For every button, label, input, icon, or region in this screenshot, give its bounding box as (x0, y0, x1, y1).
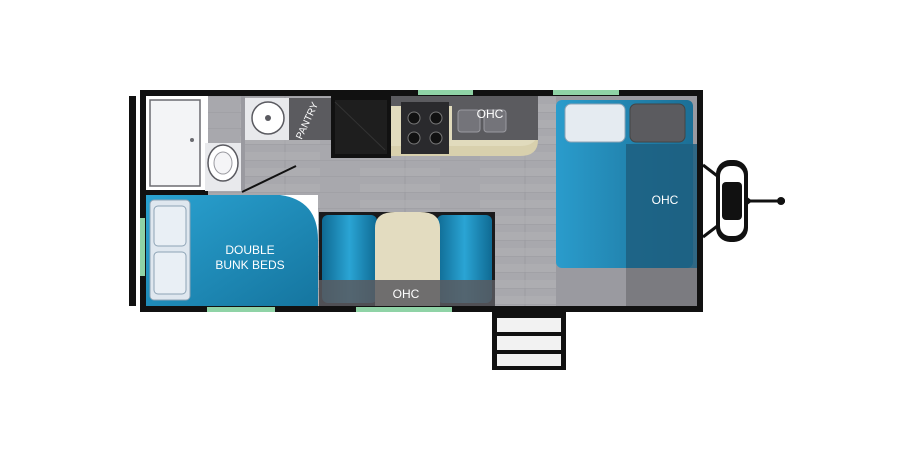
ohc-dinette-label: OHC (393, 287, 420, 301)
toilet-icon (205, 143, 241, 191)
sink-icon (245, 98, 289, 140)
stove-icon (401, 102, 449, 154)
window-kitchen (418, 90, 473, 95)
window-bunk-rear (140, 218, 145, 276)
ohc-kitchen-label: OHC (477, 107, 504, 121)
shower (149, 99, 201, 187)
fridge-icon (331, 96, 391, 158)
bathroom-wall (146, 190, 208, 195)
bunk-ladder-arrow (241, 165, 297, 193)
rear-bumper (129, 96, 136, 306)
window-bunk-side (207, 307, 275, 312)
pantry: PANTRY (289, 98, 331, 141)
bedroom: OHC (556, 96, 697, 306)
ohc-bedroom-label: OHC (652, 193, 679, 207)
hitch-icon (702, 160, 785, 242)
steps-icon (492, 312, 566, 370)
bunk-label-line2: BUNK BEDS (215, 258, 284, 272)
dinette: OHC (319, 212, 495, 306)
window-bedroom (553, 90, 619, 95)
double-bunk-beds: DOUBLE BUNK BEDS (146, 195, 318, 306)
bunk-label-line1: DOUBLE (225, 243, 274, 257)
kitchen-sink-icon (457, 109, 507, 133)
window-dinette (356, 307, 452, 312)
